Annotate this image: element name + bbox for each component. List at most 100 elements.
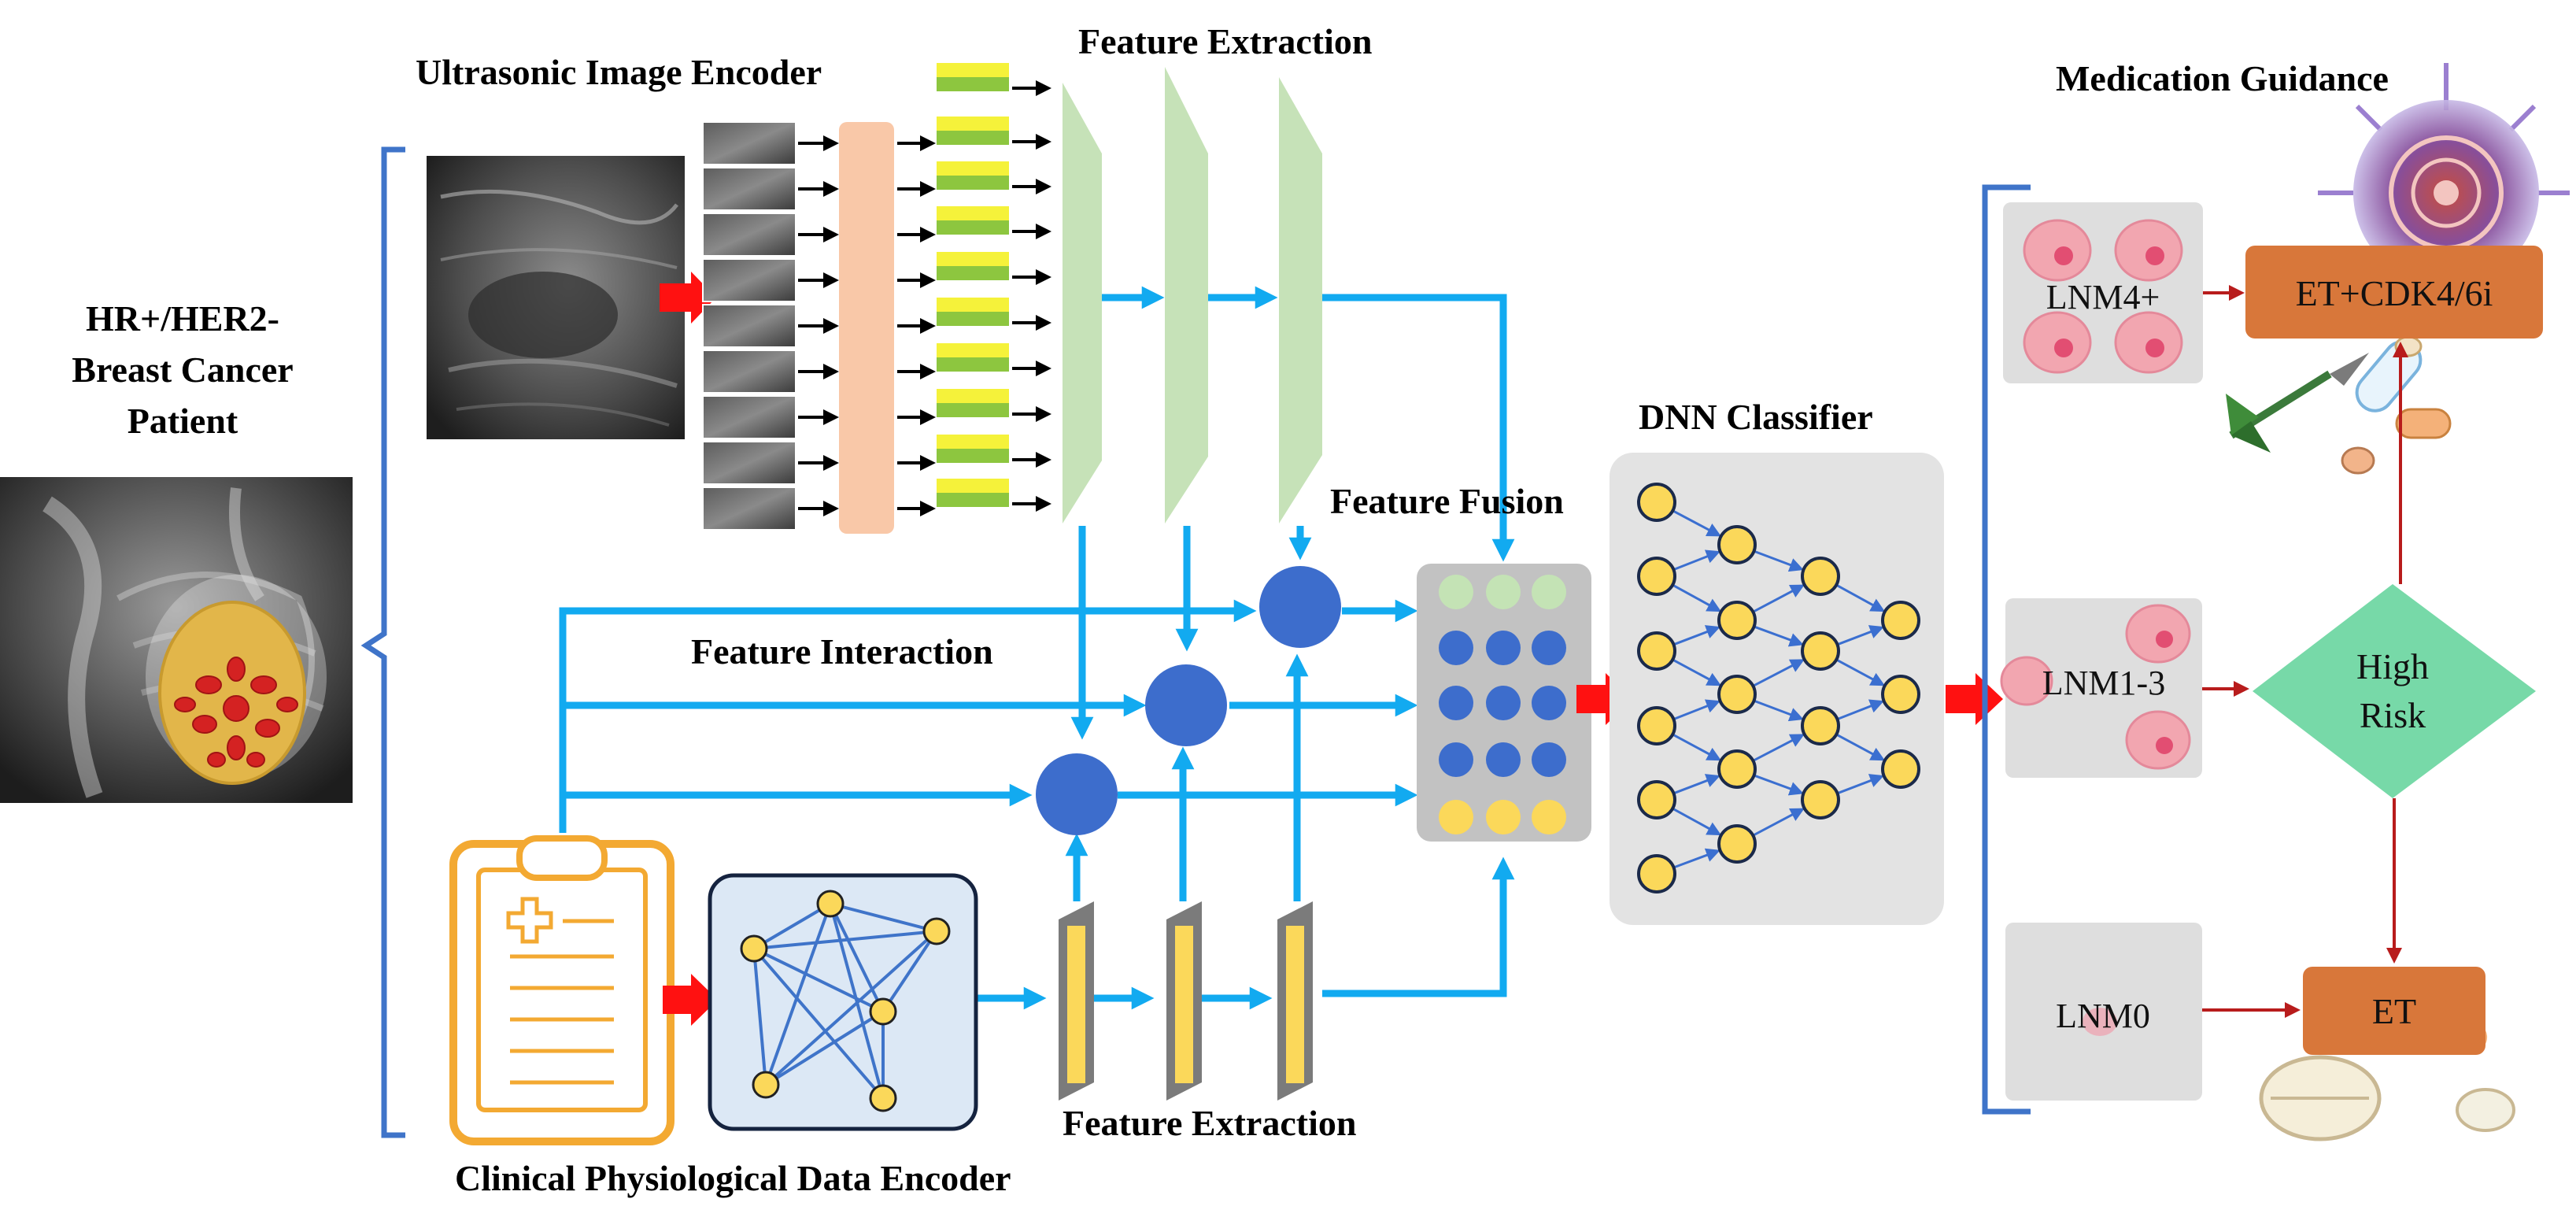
- fusion-node: [1439, 686, 1473, 720]
- dnn-edge: [1672, 808, 1722, 836]
- left-bracket: [360, 146, 405, 1138]
- dnn-node: [1801, 557, 1840, 596]
- extraction-block-3: [1279, 77, 1322, 524]
- dnn-edge: [1673, 699, 1720, 720]
- treatment-et-label: ET: [2372, 991, 2416, 1031]
- token-yellow: [937, 343, 1009, 357]
- medication-guidance-title: Medication Guidance: [2056, 58, 2389, 98]
- token-yellow: [937, 117, 1009, 131]
- token-arrows: [897, 80, 1051, 516]
- dnn-edge: [1837, 625, 1884, 646]
- feature-fusion-panel: [1417, 564, 1591, 842]
- image-patch: [702, 304, 796, 348]
- graph-network-icon: [708, 873, 978, 1131]
- image-patch: [702, 213, 796, 257]
- image-patch: [702, 487, 796, 531]
- clinical-encoder-title: Clinical Physiological Data Encoder: [455, 1158, 1011, 1198]
- image-patch: [702, 258, 796, 302]
- dnn-edge: [1673, 549, 1720, 571]
- dnn-node: [1717, 675, 1757, 714]
- patient-section: HR+/HER2- Breast Cancer Patient: [0, 298, 353, 803]
- treatment-cdk-box: ET+CDK4/6i: [2245, 246, 2543, 339]
- feature-interaction-title: Feature Interaction: [691, 631, 993, 671]
- dnn-edge: [1673, 625, 1720, 646]
- patient-label-line2: Breast Cancer: [72, 350, 293, 390]
- token-green: [937, 266, 1009, 280]
- lnm4-label: LNM4+: [2046, 278, 2160, 316]
- dnn-edge: [1754, 550, 1804, 572]
- clinical-block-3: [1277, 901, 1313, 1101]
- clinical-block-2: [1166, 901, 1202, 1101]
- patch-arrows: [798, 135, 839, 516]
- token-stack: [937, 63, 1009, 507]
- lnm13-panel: LNM1-3: [2000, 598, 2202, 778]
- token-yellow: [937, 298, 1009, 312]
- dnn-edge: [1754, 774, 1804, 796]
- ultrasound-image: [427, 156, 685, 439]
- breast-anatomy-icon: [0, 477, 353, 803]
- high-risk-line1: High: [2356, 646, 2429, 686]
- fusion-node: [1486, 631, 1521, 665]
- fusion-node: [1486, 742, 1521, 777]
- patient-label-line3: Patient: [128, 401, 238, 441]
- image-patches: [702, 121, 796, 531]
- dnn-edge: [1836, 659, 1886, 686]
- token-yellow: [937, 252, 1009, 266]
- patient-label-line1: HR+/HER2-: [86, 298, 279, 339]
- dnn-edge: [1672, 584, 1722, 612]
- flow-lines: [559, 286, 1515, 1010]
- dnn-classifier-panel: [1610, 453, 1944, 925]
- token-yellow: [937, 435, 1009, 449]
- transformer-blocks: [1063, 67, 1322, 524]
- dnn-edge: [1673, 774, 1720, 794]
- dnn-node: [1881, 749, 1920, 789]
- extraction-block-2: [1165, 67, 1208, 524]
- dnn-edge: [1837, 774, 1884, 794]
- dnn-node: [1717, 601, 1757, 640]
- fusion-node: [1532, 631, 1566, 665]
- dnn-node: [1637, 706, 1676, 745]
- interaction-node-top: [1259, 566, 1341, 648]
- token-yellow: [937, 206, 1009, 220]
- dnn-node: [1637, 854, 1676, 893]
- dnn-node: [1801, 706, 1840, 745]
- interaction-node-bottom: [1036, 753, 1118, 835]
- dnn-node: [1717, 525, 1757, 564]
- dnn-node: [1717, 824, 1757, 864]
- token-green: [937, 176, 1009, 190]
- fusion-node: [1439, 631, 1473, 665]
- dnn-node: [1637, 780, 1676, 819]
- extraction-block-1: [1063, 83, 1102, 524]
- image-patch: [702, 350, 796, 394]
- token-yellow: [937, 479, 1009, 493]
- dnn-edge: [1837, 699, 1884, 720]
- fusion-node: [1439, 575, 1473, 609]
- fusion-node: [1439, 800, 1473, 834]
- clinical-extraction-blocks: [1059, 901, 1313, 1101]
- image-patch: [702, 395, 796, 439]
- fusion-node: [1532, 742, 1566, 777]
- dnn-node: [1801, 631, 1840, 671]
- dnn-edge: [1754, 700, 1804, 722]
- lnm0-label: LNM0: [2056, 997, 2150, 1035]
- dnn-edge: [1753, 659, 1805, 687]
- fusion-node: [1532, 686, 1566, 720]
- interaction-nodes: [1036, 566, 1341, 835]
- clipboard-icon: [449, 835, 674, 1145]
- dnn-node: [1637, 631, 1676, 671]
- treatment-cdk-label: ET+CDK4/6i: [2296, 273, 2493, 313]
- dnn-edge: [1754, 625, 1804, 647]
- dnn-edge: [1672, 734, 1722, 761]
- clinical-red-arrow: [663, 974, 718, 1026]
- dnn-node: [1717, 749, 1757, 789]
- fusion-node: [1532, 575, 1566, 609]
- dnn-classifier-title: DNN Classifier: [1639, 397, 1873, 437]
- dnn-node: [1881, 601, 1920, 640]
- dnn-edge: [1673, 848, 1720, 869]
- high-risk-line2: Risk: [2360, 695, 2426, 735]
- dnn-node: [1801, 780, 1840, 819]
- token-green: [937, 493, 1009, 507]
- image-patch: [702, 121, 796, 165]
- fusion-node: [1532, 800, 1566, 834]
- interaction-node-mid: [1145, 664, 1227, 746]
